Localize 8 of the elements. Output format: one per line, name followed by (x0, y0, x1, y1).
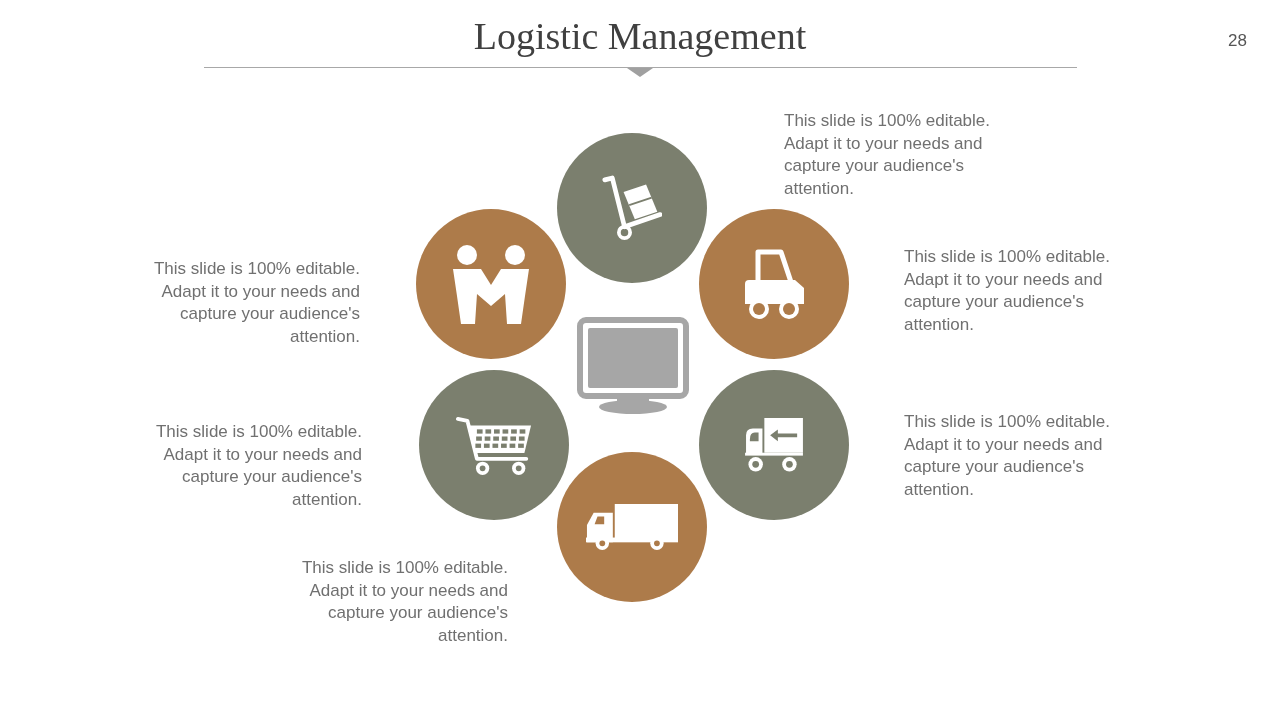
slide-title: Logistic Management (473, 15, 807, 57)
description-text: This slide is 100% editable. Adapt it to your needs and capture your audience's attention. (301, 557, 508, 647)
description-text: This slide is 100% editable. Adapt it to your needs and capture your audience's attention. (784, 110, 991, 200)
description-text: This slide is 100% editable. Adapt it to your needs and capture your audience's attention. (155, 421, 362, 511)
description-text: This slide is 100% editable. Adapt it to your needs and capture your audience's attention. (904, 246, 1111, 336)
description-text: This slide is 100% editable. Adapt it to your needs and capture your audience's attention. (153, 258, 360, 348)
page-number: 28 (1228, 31, 1247, 51)
description-text: This slide is 100% editable. Adapt it to your needs and capture your audience's attention. (904, 411, 1111, 501)
